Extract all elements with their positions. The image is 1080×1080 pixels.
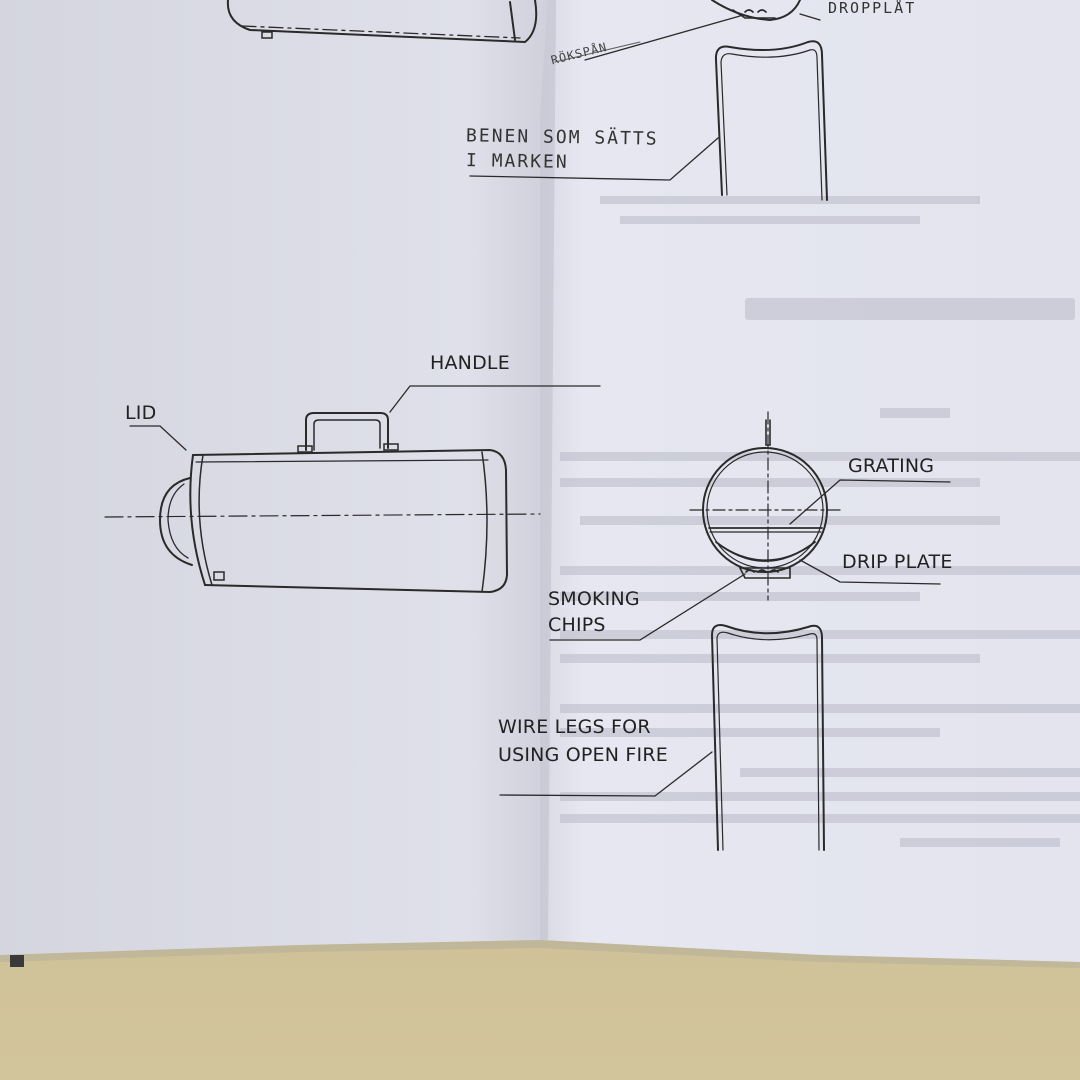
drawing-ink [104,0,951,851]
smoking-chips-leader [549,573,746,641]
grating-leader [789,479,951,525]
dropplat-leader [799,13,821,21]
left-page [0,0,548,955]
legs-top [714,40,828,201]
smoker-top-partial [226,0,538,44]
label-smoking-chips-line2: CHIPS [548,614,606,636]
wire-legs-leader [499,751,713,797]
label-dropplat: DROPPLÅT [828,0,917,17]
label-lid: LID [125,402,157,424]
label-handle: HANDLE [430,352,510,374]
legs-bottom [710,624,825,851]
label-benen-line1: BENEN SOM SÄTTS [465,125,659,150]
smoker-main-drawing [104,412,541,594]
label-benen-line2: I MARKEN [465,150,569,173]
label-wire-legs-line2: USING OPEN FIRE [498,744,668,766]
drip-plate-leader [799,559,941,585]
rokspan-leader [584,15,741,61]
show-through-text [560,196,1080,847]
page-bottom-edge [0,940,1080,968]
smoker-end-view [689,411,841,601]
label-grating: GRATING [848,455,935,477]
clip-edge [10,955,24,967]
handle-leader [389,385,601,413]
label-drip-plate: DRIP PLATE [842,551,953,573]
label-smoking-chips-line1: SMOKING [548,588,640,610]
label-wire-legs-line1: WIRE LEGS FOR [498,716,651,738]
spine-shadow [540,0,556,940]
lid-leader [129,425,187,451]
benen-leader [469,137,719,181]
